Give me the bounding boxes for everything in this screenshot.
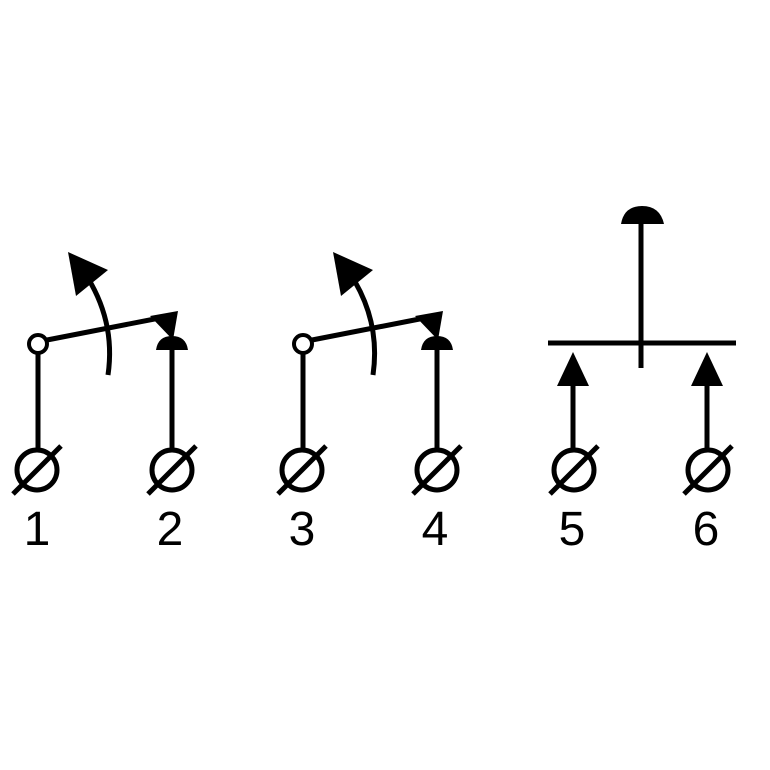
terminal-5-screw-icon	[550, 446, 598, 494]
terminal-label-5: 5	[559, 503, 586, 556]
terminal-3-screw-icon	[278, 446, 326, 494]
contact-group-1-2: 1 2	[13, 252, 196, 556]
terminal-label-6: 6	[693, 503, 720, 556]
pushbutton-dome-icon	[621, 206, 664, 224]
changeover-contact	[294, 252, 453, 450]
terminal-1-screw-icon	[13, 446, 61, 494]
terminal-label-2: 2	[157, 503, 184, 556]
contact-group-5-6: 5 6	[548, 206, 736, 556]
arrow-up-icon	[691, 352, 723, 386]
terminal-2-screw-icon	[148, 446, 196, 494]
terminal-label-4: 4	[422, 503, 449, 556]
terminal-6-screw-icon	[684, 446, 732, 494]
arrow-up-icon	[557, 352, 589, 386]
terminal-4-screw-icon	[413, 446, 461, 494]
terminal-label-3: 3	[289, 503, 316, 556]
changeover-contact	[29, 252, 188, 450]
terminal-label-1: 1	[24, 503, 51, 556]
contact-group-3-4: 3 4	[278, 252, 461, 556]
